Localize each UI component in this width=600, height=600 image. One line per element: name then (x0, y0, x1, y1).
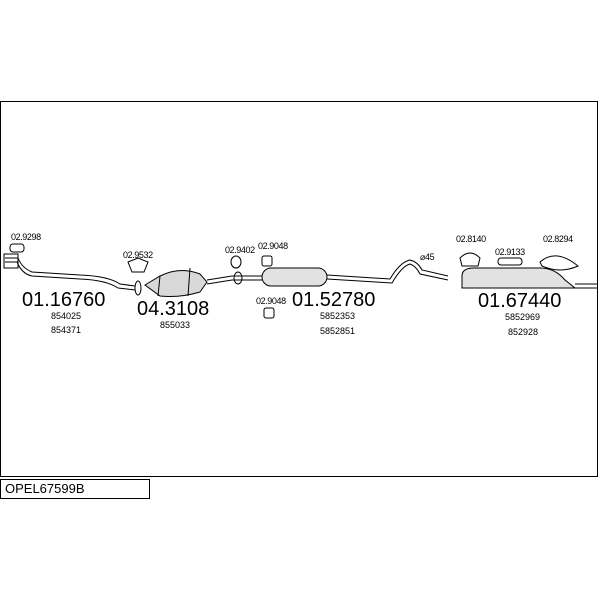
part-ref-4a: 5852969 (505, 312, 541, 322)
diagram-frame (0, 101, 598, 477)
front-flange (3, 253, 19, 269)
strap-a7 (497, 257, 523, 266)
strap-a8 (539, 255, 579, 271)
middle-muffler (261, 267, 328, 287)
ring-a3 (230, 255, 242, 269)
rear-pipe-inner (326, 263, 449, 284)
hanger-a4 (261, 255, 273, 267)
part-number-1: 01.16760 (22, 289, 106, 311)
accessory-label-3: 02.9402 (225, 245, 255, 255)
front-pipe-inner (5, 261, 136, 291)
part-ref-4b: 852928 (508, 327, 539, 337)
clamp-a1 (9, 243, 25, 253)
accessory-label-2: 02.9532 (123, 250, 153, 260)
part-ref-2a: 855033 (160, 320, 191, 330)
front-pipe (5, 257, 136, 287)
accessory-label-6: 02.8140 (456, 234, 486, 244)
intermediate-pipe (206, 275, 262, 285)
part-number-3: 01.52780 (292, 289, 376, 311)
diameter-label: ⌀45 (420, 252, 435, 262)
tailpipe (575, 283, 598, 289)
part-ref-1b: 854371 (51, 325, 82, 335)
part-number-4: 01.67440 (478, 290, 562, 312)
catalytic-converter (144, 270, 208, 297)
accessory-label-7: 02.9133 (495, 247, 525, 257)
part-ref-3a: 5852353 (320, 311, 356, 321)
gasket-1 (134, 280, 142, 296)
rear-pipe (326, 259, 449, 280)
part-number-2: 04.3108 (137, 298, 210, 320)
hanger-a6 (459, 252, 481, 267)
part-ref-1a: 854025 (51, 311, 82, 321)
accessory-label-4: 02.9048 (258, 241, 288, 251)
accessory-label-8: 02.8294 (543, 234, 573, 244)
rear-muffler (461, 267, 577, 289)
hanger-a5 (263, 307, 275, 319)
accessory-label-5: 02.9048 (256, 296, 286, 306)
accessory-label-1: 02.9298 (11, 232, 41, 242)
gasket-2 (233, 271, 243, 285)
kit-code: OPEL67599B (0, 479, 150, 499)
part-ref-3b: 5852851 (320, 326, 356, 336)
bracket-a2 (127, 257, 149, 273)
